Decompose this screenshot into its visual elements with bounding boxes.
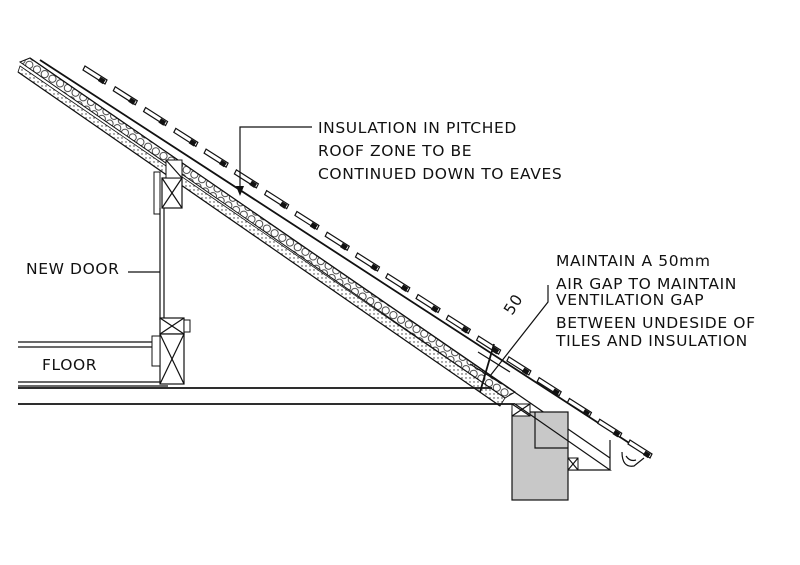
insulation-note-line-1: INSULATION IN PITCHED [318, 119, 517, 137]
tile-batten [158, 118, 167, 126]
air-gap-note-line-2: AIR GAP TO MAINTAIN [556, 275, 737, 293]
collar-stud [165, 159, 183, 179]
insulation-note-line-3: CONTINUED DOWN TO EAVES [318, 165, 562, 183]
tile-batten [128, 97, 136, 105]
tile-batten [430, 305, 439, 313]
air-gap-note-line-1: MAINTAIN A 50mm [556, 252, 711, 270]
tile-batten [612, 429, 621, 438]
external-wall [511, 403, 612, 501]
tile-batten [309, 222, 318, 230]
tile-batten [400, 284, 409, 292]
floor-label: FLOOR [42, 356, 97, 374]
roof-tiles [82, 65, 653, 459]
roof-board-layer [17, 65, 506, 407]
tile-batten [279, 201, 288, 209]
tile-batten [97, 76, 106, 85]
tile-batten [642, 450, 651, 459]
door-label: NEW DOOR [26, 260, 120, 278]
tile-batten [370, 263, 379, 272]
air-gap-note-line-4: BETWEEN UNDESIDE OF [556, 314, 756, 332]
air-gap-leader [489, 285, 549, 377]
tile-batten [582, 409, 591, 417]
dimension-line-a [477, 351, 511, 373]
insulation-leader [239, 126, 312, 190]
insulation-arrow [236, 186, 244, 196]
air-gap-note-line-5: TILES AND INSULATION [555, 332, 748, 350]
tile-batten [552, 388, 560, 396]
tile-batten [461, 326, 469, 334]
tile-batten [521, 367, 530, 376]
insulation-note-line-2: ROOF ZONE TO BE [318, 142, 472, 160]
rafter-top-line [39, 59, 641, 451]
air-gap-note-line-3: VENTILATION GAP [556, 291, 704, 309]
tile-batten [218, 159, 227, 168]
roof-underside-line [17, 71, 501, 407]
rafter-line-lower [29, 57, 611, 459]
dimension-tick [479, 343, 495, 393]
gutter [621, 451, 645, 467]
tile-batten [188, 139, 197, 147]
tile-batten [340, 242, 348, 251]
tile-batten [249, 180, 257, 189]
door-frame [151, 171, 191, 385]
dimension-value: 50 [500, 291, 526, 318]
